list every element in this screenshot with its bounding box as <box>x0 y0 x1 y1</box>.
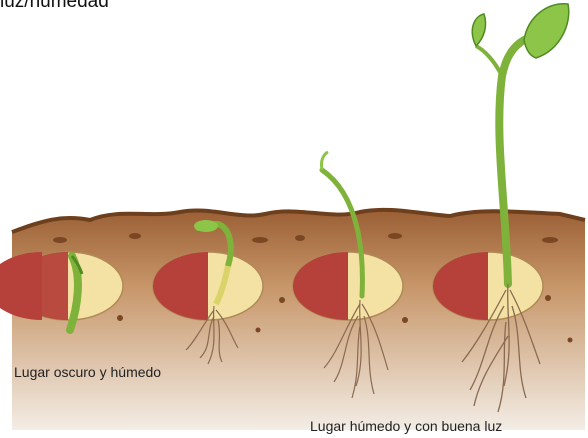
leaf-small <box>472 14 485 46</box>
leaf-large <box>524 4 569 58</box>
caption-dark-humid: Lugar oscuro y húmedo <box>14 364 161 380</box>
caption-humid-good-light: Lugar húmedo y con buena luz <box>310 418 502 434</box>
